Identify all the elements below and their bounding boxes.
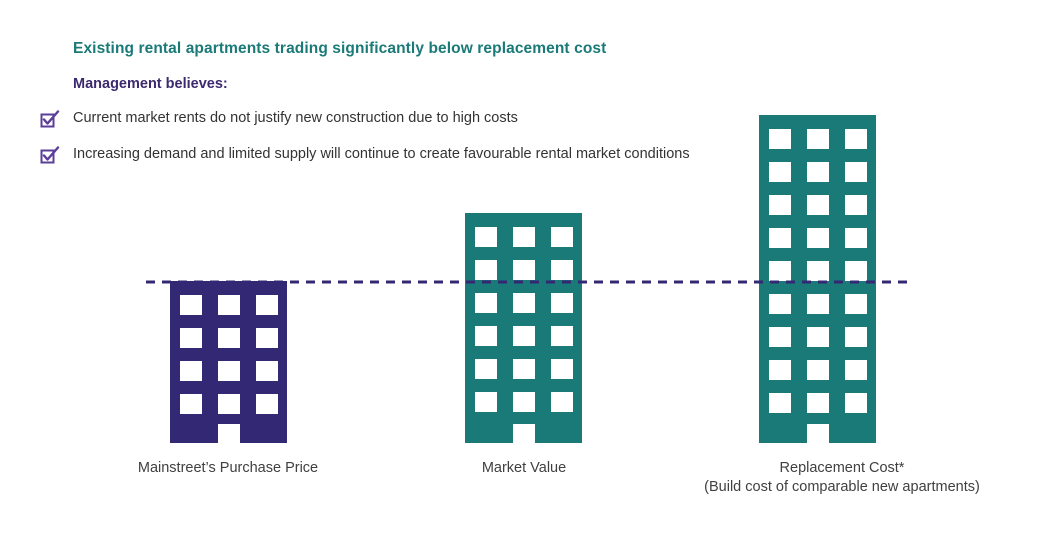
building-window [807,360,829,380]
page-title: Existing rental apartments trading signi… [73,40,607,57]
checkbox-checked-icon [40,110,60,128]
building-window [769,162,791,182]
building-window [807,261,829,281]
building-window [769,294,791,314]
building-note: (Build cost of comparable new apartments… [704,479,980,495]
building-window [551,260,573,280]
building-window [218,394,240,414]
building-window [807,393,829,413]
building-window [475,227,497,247]
building-window [218,328,240,348]
building-window [845,162,867,182]
building-window [845,294,867,314]
building-window [807,162,829,182]
building-window [256,394,278,414]
building-window [513,392,535,412]
building-window [769,360,791,380]
building-window [807,129,829,149]
building-window [513,326,535,346]
building-window [513,293,535,313]
building-window [845,261,867,281]
building-window [475,359,497,379]
building-window [513,227,535,247]
bullet-text: Increasing demand and limited supply wil… [73,146,690,162]
building-window [845,195,867,215]
building-door [218,424,240,443]
building-window [256,295,278,315]
building-window [845,228,867,248]
building-window [845,327,867,347]
building-window [845,360,867,380]
building-window [769,228,791,248]
building-caption: Mainstreet’s Purchase Price [118,459,338,478]
building-window [475,293,497,313]
building-window [845,129,867,149]
building-window [551,392,573,412]
building-window [256,328,278,348]
building [170,281,287,443]
bullet-text: Current market rents do not justify new … [73,110,518,126]
building-window [256,361,278,381]
building-window [845,393,867,413]
building-door [513,424,535,443]
building-label: Replacement Cost* [779,460,905,476]
building-window [513,359,535,379]
building-window [551,227,573,247]
building-window [551,359,573,379]
building-window [769,195,791,215]
building-window [769,129,791,149]
building-label: Market Value [481,460,567,476]
building-window [180,328,202,348]
building-caption: Replacement Cost* (Build cost of compara… [672,459,1012,497]
checkbox-checked-icon [40,146,60,164]
building-window [218,295,240,315]
building-window [807,327,829,347]
building-window [551,326,573,346]
building-caption: Market Value [424,459,624,478]
building-window [807,195,829,215]
building-window [475,326,497,346]
building [759,115,876,443]
building-window [807,228,829,248]
building-window [769,327,791,347]
building-window [513,260,535,280]
subtitle: Management believes: [73,76,228,92]
building-window [218,361,240,381]
building-window [769,393,791,413]
building-window [769,261,791,281]
building-window [475,392,497,412]
building-window [551,293,573,313]
building-door [807,424,829,443]
building-label: Mainstreet’s Purchase Price [137,460,319,476]
building-window [180,295,202,315]
building-window [475,260,497,280]
building-window [180,394,202,414]
building [465,213,582,443]
building-window [180,361,202,381]
building-window [807,294,829,314]
